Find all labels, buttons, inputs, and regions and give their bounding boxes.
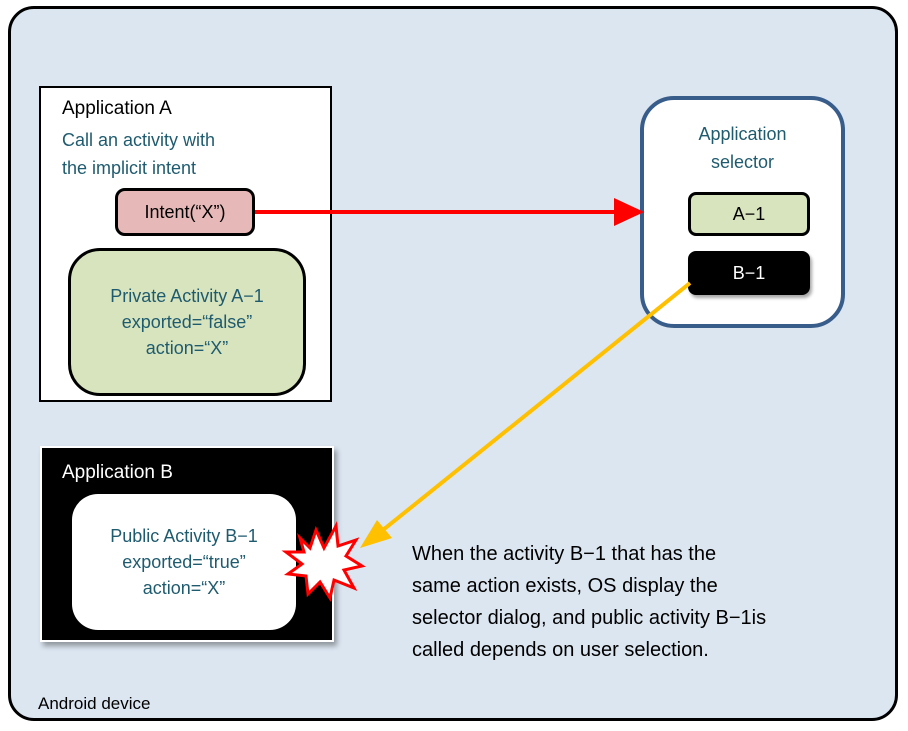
selector-title-line-1: Application: [698, 124, 787, 144]
application-a-title: Application A: [62, 98, 172, 119]
description-line-2: the implicit intent: [62, 158, 197, 178]
explanation-note: When the activity B−1 that has the same …: [412, 538, 882, 666]
note-line-3: selector dialog, and public activity B−1…: [412, 607, 767, 629]
public-activity-b1: Public Activity B−1 exported=“true” acti…: [72, 494, 296, 630]
note-line-4: called depends on user selection.: [412, 639, 709, 661]
intent-arrowhead: [614, 198, 644, 226]
selector-option-b1[interactable]: B−1: [688, 251, 810, 295]
private-activity-action: action=“X”: [145, 338, 229, 358]
public-activity-name: Public Activity B−1: [110, 526, 258, 546]
private-activity-name: Private Activity A−1: [110, 286, 264, 306]
private-activity-a1: Private Activity A−1 exported=“false” ac…: [68, 248, 306, 396]
note-line-2: same action exists, OS display the: [412, 575, 718, 597]
selector-title-line-2: selector: [710, 152, 775, 172]
description-line-1: Call an activity with: [62, 130, 216, 150]
explosion-burst-icon: [281, 521, 366, 602]
selector-option-a1[interactable]: A−1: [688, 192, 810, 236]
public-activity-exported: exported=“true”: [122, 552, 246, 572]
intent-box: Intent(“X”): [115, 188, 255, 236]
public-activity-action: action=“X”: [142, 578, 226, 598]
selection-arrowhead: [360, 520, 392, 548]
application-a-description: Call an activity with the implicit inten…: [62, 126, 215, 182]
note-line-1: When the activity B−1 that has the: [412, 543, 717, 565]
device-label: Android device: [38, 694, 151, 713]
application-selector-title: Application selector: [640, 120, 845, 176]
application-b-title: Application B: [62, 462, 173, 483]
selection-arrow-line: [376, 281, 692, 536]
private-activity-exported: exported=“false”: [121, 312, 253, 332]
